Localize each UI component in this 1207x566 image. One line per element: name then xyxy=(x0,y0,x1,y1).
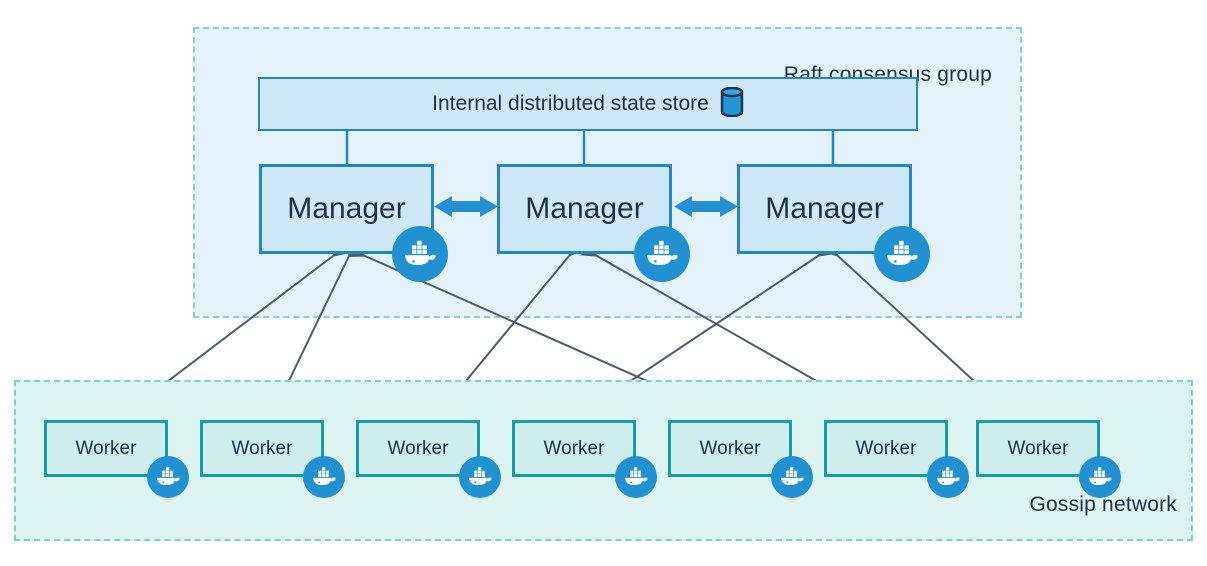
docker-whale-icon xyxy=(303,456,345,498)
database-cylinder-icon xyxy=(720,86,744,122)
worker-node-4: Worker xyxy=(512,420,636,477)
worker-node-label: Worker xyxy=(387,437,449,459)
worker-node-label: Worker xyxy=(231,437,293,459)
worker-node-6: Worker xyxy=(824,420,948,477)
worker-node-label: Worker xyxy=(855,437,917,459)
docker-whale-icon xyxy=(392,226,448,282)
worker-node-label: Worker xyxy=(699,437,761,459)
gossip-group-label: Gossip network xyxy=(1029,493,1177,516)
docker-whale-icon xyxy=(147,456,189,498)
docker-whale-icon xyxy=(771,456,813,498)
worker-node-2: Worker xyxy=(200,420,324,477)
docker-whale-icon xyxy=(634,226,690,282)
manager-node-label: Manager xyxy=(765,192,884,225)
state-store-label: Internal distributed state store xyxy=(432,92,709,115)
worker-node-5: Worker xyxy=(668,420,792,477)
worker-node-label: Worker xyxy=(75,437,137,459)
worker-node-1: Worker xyxy=(44,420,168,477)
worker-node-label: Worker xyxy=(543,437,605,459)
worker-node-3: Worker xyxy=(356,420,480,477)
docker-whale-icon xyxy=(927,456,969,498)
docker-whale-icon xyxy=(874,226,930,282)
manager-node-label: Manager xyxy=(287,192,406,225)
worker-node-label: Worker xyxy=(1007,437,1069,459)
worker-node-7: Worker xyxy=(976,420,1100,477)
internal-state-store-box: Internal distributed state store xyxy=(258,77,918,131)
docker-whale-icon xyxy=(1079,456,1121,498)
docker-whale-icon xyxy=(459,456,501,498)
docker-whale-icon xyxy=(615,456,657,498)
manager-node-label: Manager xyxy=(525,192,644,225)
